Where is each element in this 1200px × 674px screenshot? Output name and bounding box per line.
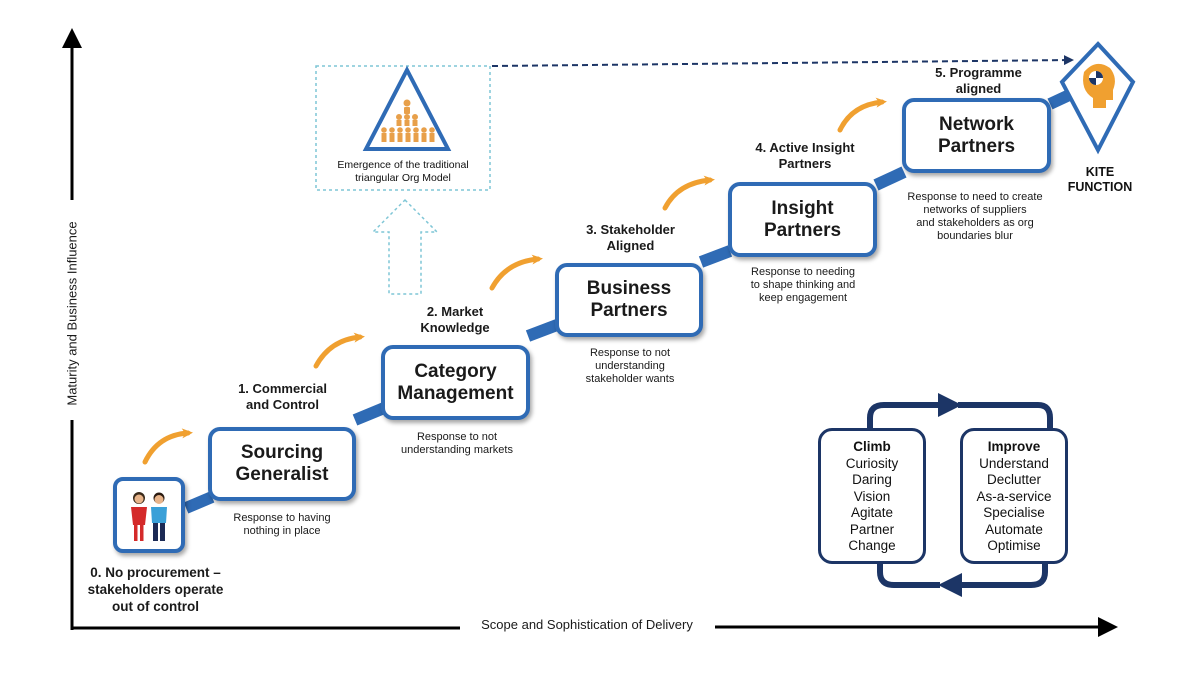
stage-1-label: 1. Commercial and Control	[238, 381, 327, 412]
stage-0-label: 0. No procurement – stakeholders operate…	[87, 565, 224, 614]
improve-title: Improve	[987, 439, 1041, 454]
stage-4-response: Response to needing to shape thinking an…	[750, 266, 856, 304]
stage-box-insight-partners: Insight Partners	[728, 182, 877, 257]
climb-item: Change	[848, 538, 896, 553]
kite-head-icon	[1059, 41, 1136, 155]
stage-box-title: Insight Partners	[763, 197, 842, 241]
stage-box-title: Network Partners	[937, 113, 1016, 157]
orange-arrow-4	[662, 175, 715, 211]
stage-5-label: 5. Programme aligned	[935, 65, 1022, 96]
improve-item: Understand	[979, 455, 1049, 471]
hollow-up-arrow	[371, 198, 439, 295]
stage-box-category-management: Category Management	[381, 345, 530, 420]
org-model-frame	[315, 65, 491, 191]
orange-arrow-2	[313, 332, 365, 369]
orange-arrow-1	[142, 428, 193, 465]
stage-box-business-partners: Business Partners	[555, 263, 703, 337]
climb-box: Climb Curiosity Daring Vision Agitate Pa…	[818, 428, 926, 564]
stage-box-title: Business Partners	[586, 278, 672, 321]
climb-item: Curiosity	[845, 455, 899, 471]
orange-arrow-3	[489, 254, 543, 291]
improve-item: Specialise	[983, 505, 1045, 520]
climb-item: Vision	[853, 488, 891, 504]
climb-item: Daring	[852, 472, 892, 487]
stage-5-response: Response to need to create networks of s…	[907, 191, 1043, 242]
people-icon	[131, 492, 167, 541]
orange-arrows	[142, 97, 887, 465]
improve-item: As-a-service	[976, 488, 1052, 504]
improve-box: Improve Understand Declutter As-a-servic…	[960, 428, 1068, 564]
kite-function-label: KITE FUNCTION	[1067, 165, 1133, 194]
improve-item: Automate	[985, 521, 1043, 537]
y-axis	[62, 28, 82, 630]
org-model-caption: Emergence of the traditional triangular …	[337, 159, 469, 184]
improve-item: Declutter	[986, 472, 1042, 487]
x-axis-label: Scope and Sophistication of Delivery	[481, 617, 693, 632]
org-pyramid-icon	[362, 65, 452, 151]
stage-box-network-partners: Network Partners	[902, 98, 1051, 173]
y-axis-label: Maturity and Business Influence	[64, 221, 80, 406]
stage-box-sourcing-generalist: Sourcing Generalist	[208, 427, 356, 501]
stage-4-label: 4. Active Insight Partners	[755, 140, 855, 171]
climb-item: Partner	[849, 521, 895, 537]
x-axis	[72, 617, 1118, 637]
stage-3-label: 3. Stakeholder Aligned	[586, 222, 675, 253]
stage-3-response: Response to not understanding stakeholde…	[585, 347, 675, 385]
orange-arrow-5	[837, 97, 887, 133]
cycle-arrow-head-left	[938, 573, 962, 597]
stage-2-label: 2. Market Knowledge	[420, 304, 490, 335]
stage-box-title: Sourcing Generalist	[235, 442, 329, 485]
stage-1-response: Response to having nothing in place	[233, 512, 331, 537]
dashed-connector	[491, 55, 1074, 67]
climb-title: Climb	[853, 439, 891, 454]
climb-item: Agitate	[850, 505, 894, 520]
improve-item: Optimise	[987, 538, 1041, 553]
cycle-arrows	[867, 402, 1048, 588]
cycle-arrow-top-right	[958, 402, 1053, 432]
stage-0-box	[113, 477, 185, 553]
stage-2-response: Response to not understanding markets	[401, 431, 513, 456]
stage-box-title: Category Management	[397, 360, 514, 404]
cycle-arrow-head-right	[938, 393, 962, 417]
